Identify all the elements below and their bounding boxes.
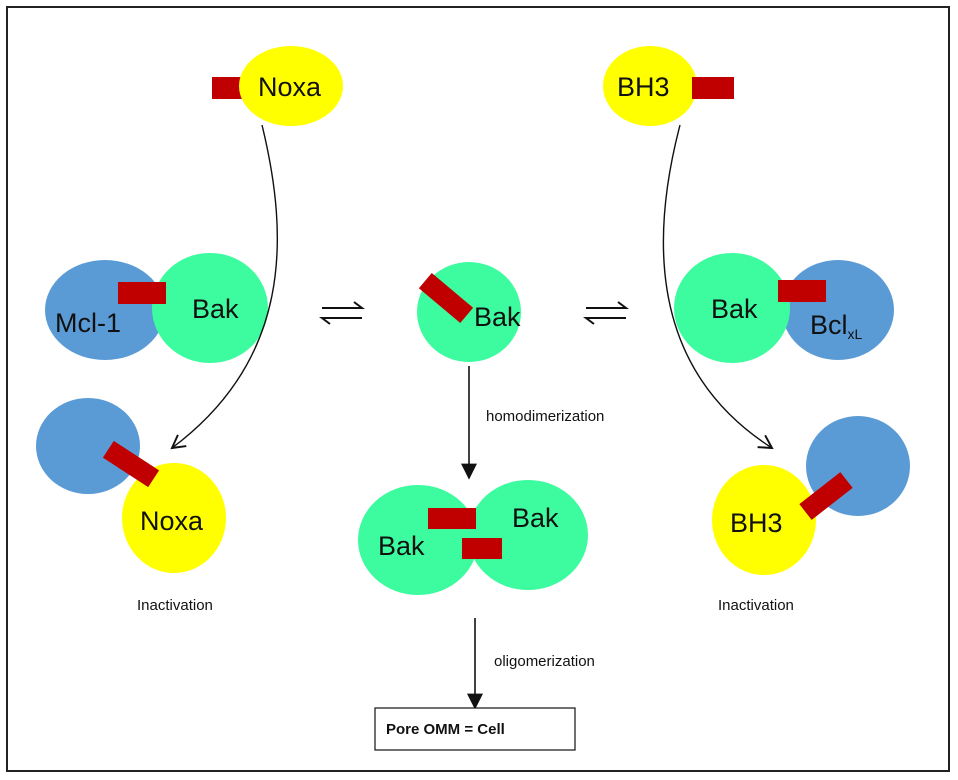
dimer-bak-right-label: Bak: [512, 503, 559, 533]
dimer-bak-right-ellipse: [468, 480, 588, 590]
dimer-bak-left-label: Bak: [378, 531, 425, 561]
noxa-top-node: Noxa: [212, 46, 343, 126]
homodimerization-label: homodimerization: [486, 408, 604, 425]
bh3-bottom-label: BH3: [730, 508, 783, 538]
bclxl-label: BclxL: [810, 310, 863, 342]
bclxl-label-subscript: xL: [848, 326, 863, 342]
bh3-curve-arrow: [662, 124, 774, 450]
bclxl-label-main: Bcl: [810, 310, 848, 340]
noxa-bottom-ellipse: [122, 463, 226, 573]
pore-label: Pore OMM = Cell: [386, 721, 505, 738]
mcl1-bak-complex: Mcl-1 Bak: [45, 253, 268, 363]
inactivation-right-label: Inactivation: [718, 597, 794, 614]
bak-bclxl-complex: Bak BclxL: [674, 253, 894, 363]
noxa-bottom-bh3-domain: [102, 440, 160, 488]
bh3-top-label: BH3: [617, 72, 670, 102]
noxa-top-label: Noxa: [258, 72, 322, 102]
noxa-top-ellipse: [239, 46, 343, 126]
pore-omm-box: Pore OMM = Cell: [374, 707, 576, 751]
bak-center-node: Bak: [417, 262, 521, 362]
mcl1-bottom-ellipse: [36, 398, 140, 494]
dimer-bh3-domain-lower: [462, 538, 502, 559]
bak-left-bh3-domain: [118, 282, 166, 304]
noxa-mcl1-complex: Noxa: [36, 398, 226, 573]
bak-center-label: Bak: [474, 302, 521, 332]
pore-box-border: [374, 707, 576, 751]
bak-left-label: Bak: [192, 294, 239, 324]
bh3-bottom-ellipse: [712, 465, 816, 575]
diagram-frame: [6, 6, 950, 772]
noxa-bottom-label: Noxa: [140, 506, 204, 536]
oligomerization-label: oligomerization: [494, 653, 595, 670]
bh3-top-ellipse: [603, 46, 697, 126]
bak-right-ellipse: [674, 253, 790, 363]
equilibrium-arrows-icon: [583, 301, 629, 325]
bak-center-bh3-domain: [418, 272, 474, 324]
noxa-curve-arrow: [170, 124, 278, 450]
bak-right-bh3-domain: [778, 280, 826, 302]
bak-left-ellipse: [152, 253, 268, 363]
bh3-top-bh3-domain: [692, 77, 734, 99]
inactivation-left-label: Inactivation: [137, 597, 213, 614]
bh3-bottom-bh3-domain: [799, 472, 853, 520]
bh3-bclxl-complex: BH3: [712, 416, 910, 575]
equilibrium-arrows-icon: [319, 301, 365, 325]
bak-dimer: Bak Bak: [358, 480, 588, 595]
mcl1-label: Mcl-1: [55, 308, 121, 338]
bh3-top-node: BH3: [603, 46, 734, 126]
bak-right-label: Bak: [711, 294, 758, 324]
dimer-bh3-domain-upper: [428, 508, 476, 529]
